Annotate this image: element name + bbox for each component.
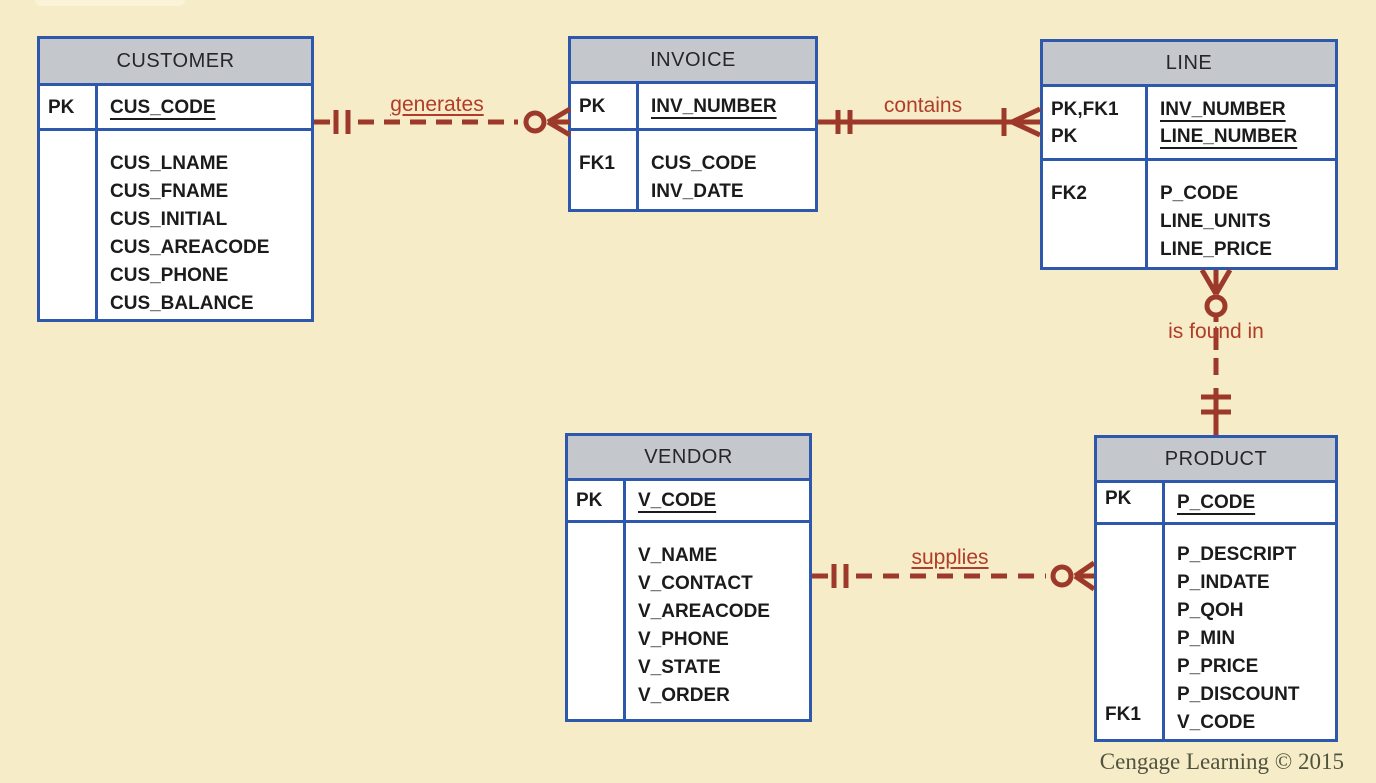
pk-attribute: INV_NUMBER <box>651 95 777 117</box>
entity-customer-pk-row: PK CUS_CODE <box>40 86 311 131</box>
relationship-label-supplies: supplies <box>911 546 989 569</box>
pk-key-label: PK,FK1 PK <box>1043 87 1148 158</box>
attribute-list: V_NAME V_CONTACT V_AREACODE V_PHONE V_ST… <box>638 545 770 706</box>
fk-key-label <box>568 523 626 719</box>
attribute-list: CUS_LNAME CUS_FNAME CUS_INITIAL CUS_AREA… <box>110 153 270 314</box>
entity-customer-title: CUSTOMER <box>40 39 311 86</box>
pk-key-label: PK <box>1097 483 1165 522</box>
entity-vendor-pk-row: PK V_CODE <box>568 481 809 523</box>
relationship-label-contains: contains <box>883 94 963 117</box>
pk-key-label: PK <box>568 481 626 520</box>
pk-key-label: PK <box>571 84 639 128</box>
pk-attribute: CUS_CODE <box>110 96 216 118</box>
pk-key-label: PK <box>40 86 98 128</box>
pk-attribute: V_CODE <box>638 490 717 511</box>
relationship-label-is-found-in: is found in <box>1168 320 1264 343</box>
pk-attribute: P_CODE <box>1177 492 1256 513</box>
fk-key-label: FK2 <box>1043 161 1148 267</box>
connector-generates <box>314 106 572 138</box>
scan-edge-artifact <box>35 0 185 6</box>
connector-is-found-in <box>1199 268 1233 435</box>
entity-line-pk-row: PK,FK1 PK INV_NUMBER LINE_NUMBER <box>1043 87 1335 161</box>
entity-vendor-title: VENDOR <box>568 436 809 481</box>
entity-customer-attrs-row: CUS_LNAME CUS_FNAME CUS_INITIAL CUS_AREA… <box>40 131 311 319</box>
relationship-label-generates: generates <box>390 93 484 116</box>
attribute-list: P_CODE LINE_UNITS LINE_PRICE <box>1160 183 1272 260</box>
entity-vendor-attrs-row: V_NAME V_CONTACT V_AREACODE V_PHONE V_ST… <box>568 523 809 719</box>
entity-customer: CUSTOMER PK CUS_CODE CUS_LNAME CUS_FNAME… <box>37 36 314 322</box>
fk-key-label: FK1 <box>1097 525 1165 739</box>
credit-text: Cengage Learning © 2015 <box>1099 749 1344 774</box>
entity-product-attrs-row: FK1 P_DESCRIPT P_INDATE P_QOH P_MIN P_PR… <box>1097 525 1335 739</box>
entity-product-title: PRODUCT <box>1097 438 1335 483</box>
entity-product: PRODUCT PK P_CODE FK1 P_DESCRIPT P_INDAT… <box>1094 435 1338 742</box>
connector-supplies <box>812 560 1096 592</box>
connector-contains <box>818 106 1042 138</box>
entity-product-pk-row: PK P_CODE <box>1097 483 1335 525</box>
entity-line-attrs-row: FK2 P_CODE LINE_UNITS LINE_PRICE <box>1043 161 1335 267</box>
entity-invoice-title: INVOICE <box>571 39 815 84</box>
entity-vendor: VENDOR PK V_CODE V_NAME V_CONTACT V_AREA… <box>565 433 812 722</box>
entity-line: LINE PK,FK1 PK INV_NUMBER LINE_NUMBER FK… <box>1040 39 1338 270</box>
fk-key-label <box>40 131 98 319</box>
entity-invoice-pk-row: PK INV_NUMBER <box>571 84 815 131</box>
entity-invoice: INVOICE PK INV_NUMBER FK1 CUS_CODE INV_D… <box>568 36 818 212</box>
attribute-list: P_DESCRIPT P_INDATE P_QOH P_MIN P_PRICE … <box>1177 544 1300 733</box>
fk-key-label: FK1 <box>571 131 639 209</box>
entity-line-title: LINE <box>1043 42 1335 87</box>
entity-invoice-attrs-row: FK1 CUS_CODE INV_DATE <box>571 131 815 209</box>
pk-attribute: INV_NUMBER LINE_NUMBER <box>1160 98 1298 147</box>
attribute-list: CUS_CODE INV_DATE <box>651 153 757 202</box>
